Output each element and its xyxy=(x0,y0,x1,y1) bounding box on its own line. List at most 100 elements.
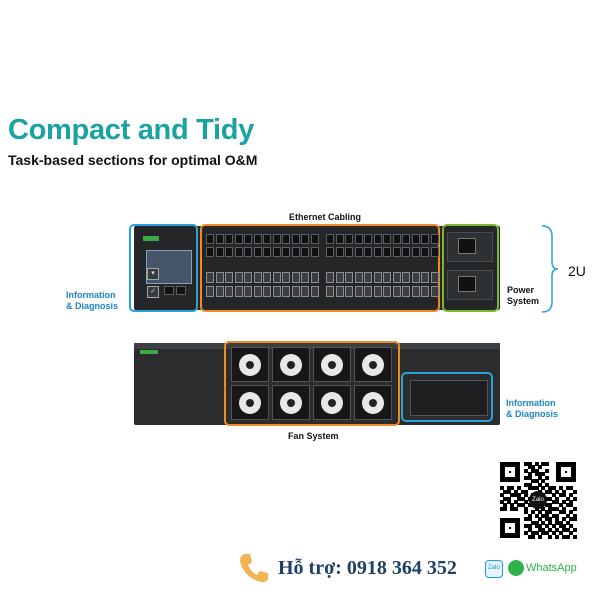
qr-module xyxy=(500,506,504,511)
rj45-port xyxy=(326,234,334,244)
qr-code[interactable]: Zalo xyxy=(500,462,577,539)
page-subtitle: Task-based sections for optimal O&M xyxy=(8,152,258,168)
confirm-button[interactable]: ✓ xyxy=(147,286,159,298)
rj45-port xyxy=(234,234,243,244)
rj45-port xyxy=(253,234,262,244)
sfp-port xyxy=(392,286,401,297)
rj45-port xyxy=(310,247,319,257)
sfp-port xyxy=(244,286,252,297)
sfp-port xyxy=(215,272,224,283)
qr-module xyxy=(513,493,518,498)
qr-module xyxy=(548,517,553,522)
rj45-port xyxy=(244,247,252,257)
rj45-port xyxy=(354,247,363,257)
whatsapp-label[interactable]: WhatsApp xyxy=(526,562,577,574)
qr-module xyxy=(531,486,536,491)
sfp-port xyxy=(335,272,344,283)
qr-module xyxy=(544,462,549,466)
sfp-port xyxy=(373,272,382,283)
qr-module xyxy=(562,527,567,532)
sfp-port xyxy=(345,286,353,297)
support-phone-text[interactable]: Hỗ trợ: 0918 364 352 xyxy=(278,557,457,579)
brand-badge xyxy=(143,236,159,241)
qr-module xyxy=(572,496,577,501)
qr-module xyxy=(558,510,563,515)
qr-module xyxy=(551,500,556,504)
sfp-port xyxy=(430,272,439,283)
fan-hub xyxy=(246,399,254,407)
qr-module xyxy=(534,486,539,491)
qr-module xyxy=(538,465,542,470)
qr-module xyxy=(524,475,529,480)
qr-module xyxy=(572,513,577,518)
fan-blade xyxy=(362,354,384,376)
qr-module xyxy=(506,489,511,494)
sfp-port xyxy=(430,286,439,297)
qr-module xyxy=(565,503,570,508)
qr-module xyxy=(534,513,539,518)
qr-module xyxy=(562,510,567,515)
sfp-port xyxy=(373,286,382,297)
rj45-port xyxy=(301,234,309,244)
qr-module xyxy=(569,500,574,504)
qr-module xyxy=(510,493,515,498)
qr-module xyxy=(503,506,508,511)
qr-module xyxy=(562,534,567,539)
rj45-port xyxy=(392,247,401,257)
sfp-port xyxy=(272,272,281,283)
fan-hub xyxy=(246,361,254,369)
qr-module xyxy=(565,496,570,501)
rj45-port xyxy=(272,247,281,257)
qr-module xyxy=(548,489,553,494)
qr-module xyxy=(555,534,560,539)
qr-module xyxy=(524,468,529,473)
rj45-port xyxy=(345,234,353,244)
qr-module xyxy=(524,489,529,494)
qr-module xyxy=(544,468,549,473)
sfp-port xyxy=(421,272,429,283)
qr-module xyxy=(531,510,536,515)
qr-module xyxy=(538,472,542,477)
sfp-port xyxy=(411,272,420,283)
down-button[interactable]: ▾ xyxy=(147,268,159,280)
sfp-port xyxy=(421,286,429,297)
rj45-port xyxy=(225,234,233,244)
zalo-icon[interactable]: Zalo xyxy=(485,560,503,578)
page-title: Compact and Tidy xyxy=(8,114,255,146)
fan-module xyxy=(354,347,392,382)
qr-module xyxy=(565,513,570,518)
qr-module xyxy=(541,527,546,532)
qr-module xyxy=(558,503,563,508)
qr-module xyxy=(572,534,577,539)
qr-module xyxy=(544,503,549,508)
qr-module xyxy=(524,482,529,487)
qr-module xyxy=(524,500,529,504)
rear-info-label: Information & Diagnosis xyxy=(506,398,558,420)
qr-module xyxy=(513,489,518,494)
sfp-port xyxy=(383,272,391,283)
qr-module xyxy=(500,493,504,498)
qr-module xyxy=(538,527,542,532)
qr-module xyxy=(531,520,536,525)
fan-hub xyxy=(328,399,336,407)
qr-module xyxy=(558,486,563,491)
qr-module xyxy=(500,486,504,491)
fan-system-box xyxy=(224,341,400,426)
qr-module xyxy=(520,489,525,494)
rj45-port xyxy=(373,234,382,244)
rj45-port xyxy=(225,247,233,257)
qr-module xyxy=(506,486,511,491)
qr-module xyxy=(506,500,511,504)
fan-module xyxy=(313,385,351,420)
qr-module xyxy=(527,465,532,470)
rj45-port xyxy=(326,247,334,257)
power-system-box xyxy=(442,224,499,312)
power-socket-2 xyxy=(458,276,476,292)
rj45-port xyxy=(263,247,271,257)
whatsapp-icon[interactable] xyxy=(508,560,524,576)
fan-hub xyxy=(287,399,295,407)
qr-module xyxy=(544,513,549,518)
qr-module xyxy=(555,527,560,532)
qr-module xyxy=(531,534,536,539)
fan-module xyxy=(272,347,310,382)
